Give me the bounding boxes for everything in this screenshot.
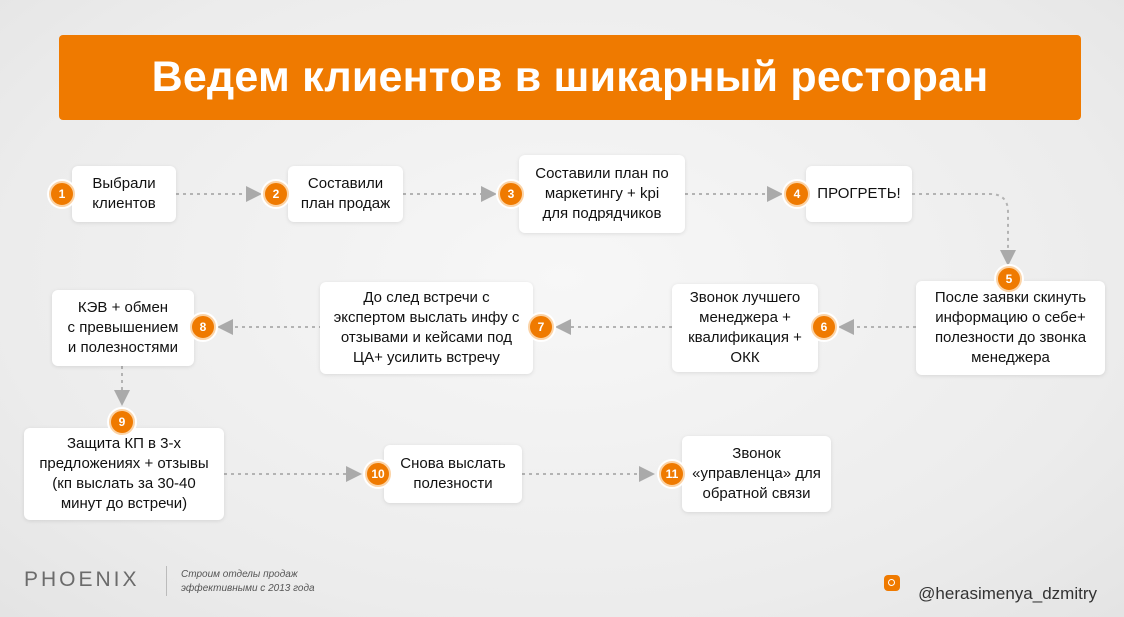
step-1-text: Выбрали клиентов bbox=[92, 175, 156, 212]
step-2-badge: 2 bbox=[263, 181, 289, 207]
step-9-text: Защита КП в 3-х предложениях + отзывы (к… bbox=[39, 435, 209, 512]
instagram-icon bbox=[884, 575, 900, 591]
phoenix-logo: PHOENIX bbox=[24, 568, 140, 591]
step-6-box: Звонок лучшего менеджера + квалификация … bbox=[672, 284, 818, 372]
step-1-box: Выбрали клиентов bbox=[72, 166, 176, 222]
author-handle: @herasimenya_dzmitry bbox=[918, 584, 1097, 603]
step-4-box: ПРОГРЕТЬ! bbox=[806, 166, 912, 222]
step-7-box: До след встречи с экспертом выслать инфу… bbox=[320, 282, 533, 374]
step-3-badge: 3 bbox=[498, 181, 524, 207]
step-5-text: После заявки скинуть информацию о себе+ … bbox=[934, 289, 1087, 366]
step-7-badge: 7 bbox=[528, 314, 554, 340]
title-banner: Ведем клиентов в шикарный ресторан bbox=[59, 35, 1081, 120]
step-5-badge: 5 bbox=[996, 266, 1022, 292]
step-4-badge: 4 bbox=[784, 181, 810, 207]
step-1-badge: 1 bbox=[49, 181, 75, 207]
step-3-box: Составили план по маркетингу + kpi для п… bbox=[519, 155, 685, 233]
step-4-text: ПРОГРЕТЬ! bbox=[817, 185, 901, 202]
step-10-text: Снова выслать полезности bbox=[400, 455, 506, 492]
step-8-text: КЭВ + обмен с превышением и полезностями bbox=[67, 299, 179, 356]
connector-4-5 bbox=[912, 193, 1016, 266]
step-11-text: Звонок «управленца» для обратной связи bbox=[692, 445, 821, 502]
step-2-box: Составили план продаж bbox=[288, 166, 403, 222]
step-9-badge: 9 bbox=[109, 409, 135, 435]
step-5-box: После заявки скинуть информацию о себе+ … bbox=[916, 281, 1105, 375]
step-9-box: Защита КП в 3-х предложениях + отзывы (к… bbox=[24, 428, 224, 520]
step-2-text: Составили план продаж bbox=[300, 175, 391, 212]
step-3-text: Составили план по маркетингу + kpi для п… bbox=[535, 165, 669, 222]
step-11-badge: 11 bbox=[659, 461, 685, 487]
footer-divider bbox=[166, 566, 167, 596]
step-6-text: Звонок лучшего менеджера + квалификация … bbox=[688, 289, 802, 366]
step-7-text: До след встречи с экспертом выслать инфу… bbox=[333, 289, 520, 366]
step-8-badge: 8 bbox=[190, 314, 216, 340]
tagline-line-1: Строим отделы продаж bbox=[181, 569, 298, 580]
step-10-box: Снова выслать полезности bbox=[384, 445, 522, 503]
step-8-box: КЭВ + обмен с превышением и полезностями bbox=[52, 290, 194, 366]
tagline-line-2: эффективными с 2013 года bbox=[181, 583, 315, 594]
page-title: Ведем клиентов в шикарный ресторан bbox=[151, 53, 989, 101]
step-11-box: Звонок «управленца» для обратной связи bbox=[682, 436, 831, 512]
footer-tagline: Строим отделы продаж эффективными с 2013… bbox=[181, 568, 315, 596]
step-10-badge: 10 bbox=[365, 461, 391, 487]
step-6-badge: 6 bbox=[811, 314, 837, 340]
